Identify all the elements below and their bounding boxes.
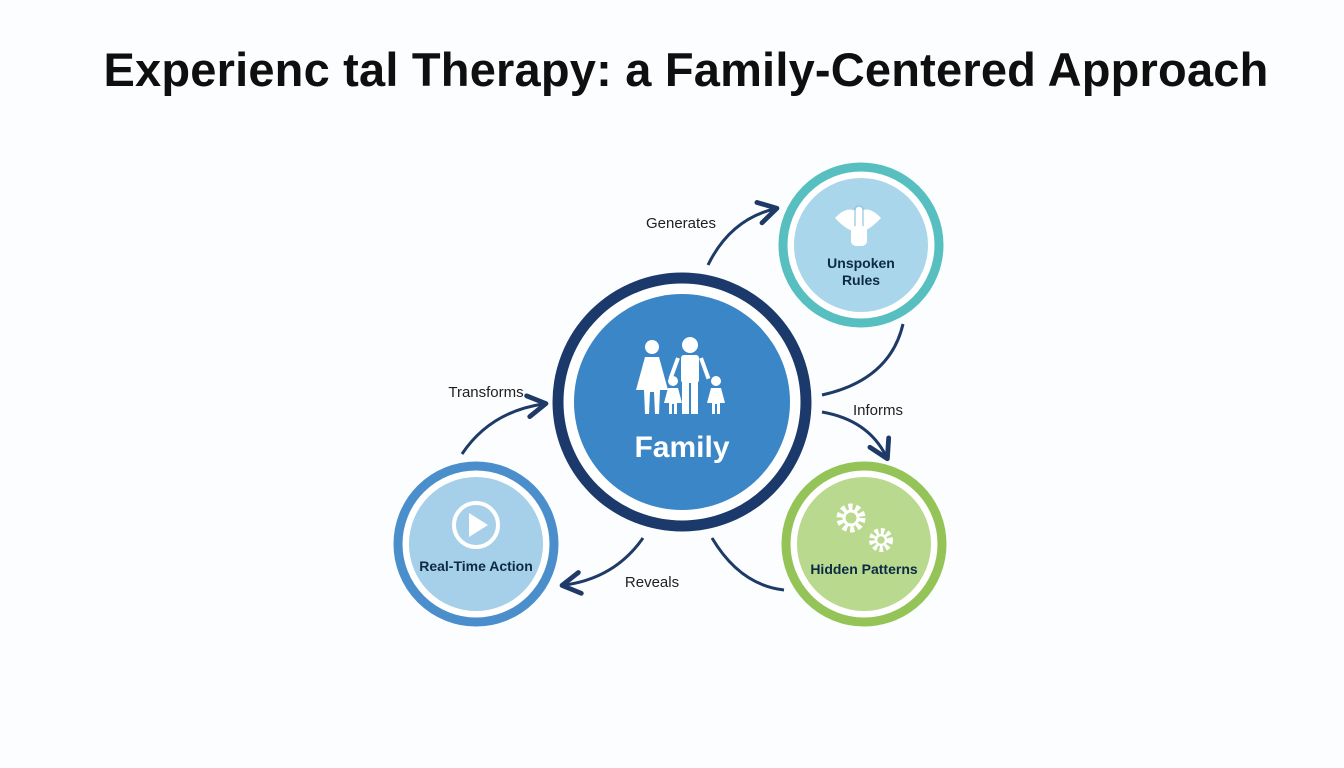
gears-icon <box>836 503 893 552</box>
reveals-arrow <box>559 537 645 596</box>
play-icon <box>452 501 500 549</box>
informs-label: Informs <box>853 402 903 419</box>
hidden-patterns-label: Hidden Patterns <box>810 561 918 577</box>
page-title: Experienc tal Therapy: a Family-Centered… <box>103 43 1269 96</box>
reveals-connector <box>710 537 785 592</box>
real-time-action-node: Real-Time Action <box>393 461 559 627</box>
family-icon <box>636 337 725 414</box>
family-node: Family <box>552 272 812 532</box>
real-time-action-label: Real-Time Action <box>419 558 533 574</box>
family-label: Family <box>634 431 729 464</box>
hidden-patterns-node: Hidden Patterns <box>781 461 947 627</box>
hush-lips-icon <box>835 205 881 246</box>
unspoken-rules-label-line1: Unspoken <box>827 255 895 271</box>
informs-arrow <box>821 410 892 462</box>
informs-connector <box>821 323 905 397</box>
generates-label: Generates <box>646 215 716 232</box>
unspoken-rules-node: Unspoken Rules <box>778 162 944 328</box>
unspoken-rules-label-line2: Rules <box>842 272 880 288</box>
transforms-arrow <box>460 393 549 455</box>
transforms-label: Transforms <box>448 384 523 401</box>
reveals-label: Reveals <box>625 574 679 591</box>
generates-arrow <box>706 200 780 266</box>
